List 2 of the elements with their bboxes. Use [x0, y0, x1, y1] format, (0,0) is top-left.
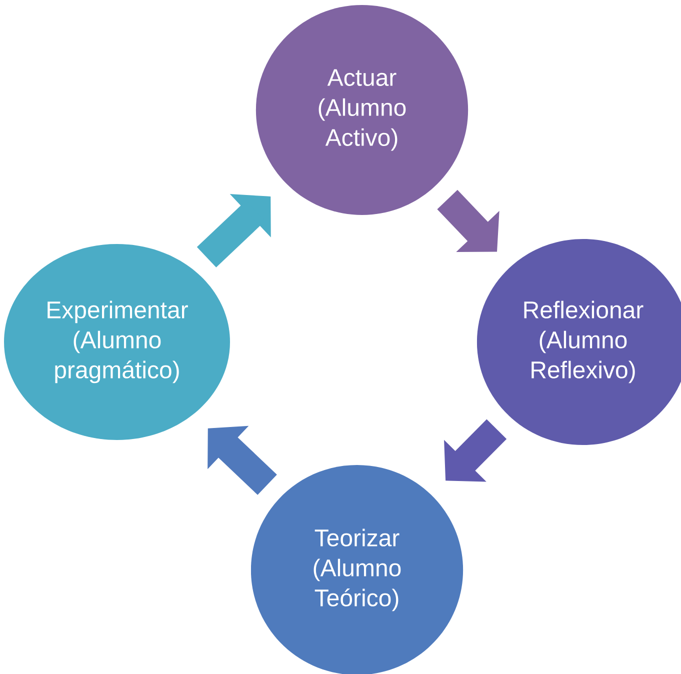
block-arrow	[444, 419, 507, 482]
block-arrow	[196, 194, 271, 268]
